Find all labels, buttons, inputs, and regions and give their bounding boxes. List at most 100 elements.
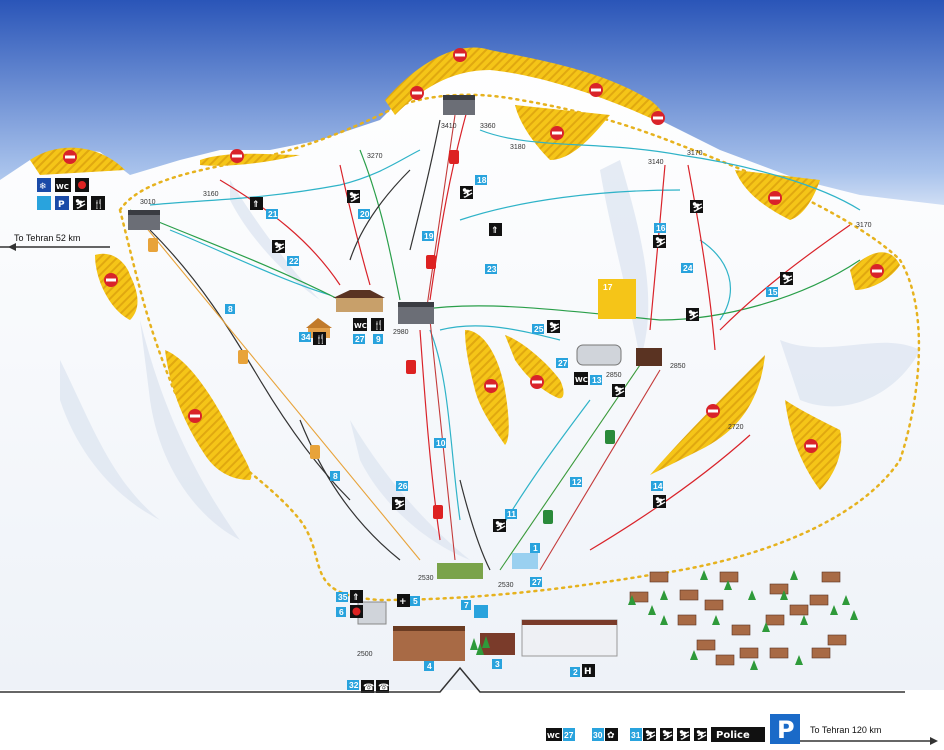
marker-14: 14 [651,481,663,491]
hotel-main [393,626,465,661]
marker-19: 19 [422,231,434,241]
marker-1: 1 [530,543,540,553]
resort-boundary [118,93,921,602]
svg-text:16: 16 [656,223,666,233]
svg-text:⛷: ⛷ [349,191,360,203]
cable-car-red [433,505,443,519]
no-entry-icon [870,264,884,278]
chairlift-line [139,219,421,561]
restricted-zone-c2 [505,335,564,399]
no-entry-icon [768,191,782,205]
marker-3: 3 [492,659,502,669]
station-3010 [128,210,160,230]
marker-16: 16 [654,223,666,233]
svg-text:3410: 3410 [441,123,457,130]
svg-text:3: 3 [495,659,500,669]
no-entry-icon [651,111,665,125]
station-peak [443,95,475,115]
svg-text:25: 25 [534,324,544,334]
tbar-line [539,369,661,571]
terrain-shading [60,160,920,560]
marker-26: 26 [396,481,408,491]
legend: WC 27 30 ✿ 31 ⛷ ⛷ ⛷ ⛷ Police P [546,714,800,744]
station-2850b [636,348,662,366]
svg-text:1: 1 [533,543,538,553]
svg-text:12: 12 [572,477,582,487]
svg-text:27: 27 [355,334,365,344]
svg-text:🍴: 🍴 [315,333,326,345]
marker-13: 13 [590,375,602,385]
svg-text:⇑: ⇑ [491,226,499,236]
svg-text:⇑: ⇑ [352,593,360,603]
roads [0,243,938,745]
svg-text:34: 34 [301,332,311,342]
cable-car-red [449,150,459,164]
no-entry-icon [530,375,544,389]
svg-text:⛷: ⛷ [495,520,506,532]
svg-text:⛷: ⛷ [549,321,560,333]
svg-text:4: 4 [427,661,432,671]
svg-text:22: 22 [289,256,299,266]
svg-text:2850: 2850 [670,363,686,370]
symbol-badges: ⇑ ⛷ ⛷ ⛷ ⇑ ⛷ ⛷ ⛷ ⛷ ⛷ ⛷ ⛷ ⛷ ⛷ WC WC 🍴 🍴 ⇑ … [250,186,793,693]
svg-text:⛷: ⛷ [688,309,699,321]
marker-21: 21 [266,209,278,219]
svg-text:H: H [584,667,592,677]
no-entry-icon [188,409,202,423]
marker-8a: 8 [225,304,235,314]
svg-text:19: 19 [424,231,434,241]
marker-8b: 8 [330,471,340,481]
cable-car-orange [238,350,248,364]
marker-35: 35 [336,592,348,602]
no-entry-icon [550,126,564,140]
svg-text:⛷: ⛷ [75,198,86,210]
svg-text:2720: 2720 [728,424,744,431]
svg-text:🍴: 🍴 [93,198,104,210]
svg-text:15: 15 [768,287,778,297]
marker-15: 15 [766,287,778,297]
svg-text:23: 23 [487,264,497,274]
svg-text:7: 7 [464,600,469,610]
svg-text:35: 35 [338,592,348,602]
cable-car-red [406,360,416,374]
marker-11: 11 [505,509,517,519]
direction-right: To Tehran 120 km [810,725,881,735]
svg-text:3160: 3160 [203,191,219,198]
green-gondola-line [499,364,641,571]
svg-text:⛷: ⛷ [696,729,707,741]
no-entry-icon [484,379,498,393]
marker-10: 10 [434,438,446,448]
svg-text:9: 9 [376,334,381,344]
svg-text:32: 32 [349,680,359,690]
svg-text:WC: WC [575,376,588,384]
marker-5: 5 [410,596,420,606]
cable-car-green [543,510,553,524]
piste-markers: 21 20 22 19 18 23 16 24 15 8 8 25 10 26 … [225,175,778,690]
svg-text:☎: ☎ [363,683,374,693]
chalet-main [333,290,385,312]
cable-cars [148,150,615,524]
svg-text:2530: 2530 [498,582,514,589]
building-3 [480,633,515,655]
no-entry-icon [230,149,244,163]
station-2530 [437,563,483,579]
svg-text:8: 8 [333,471,338,481]
marker-2: 2 [570,667,580,677]
svg-text:8: 8 [228,304,233,314]
svg-text:3010: 3010 [140,199,156,206]
svg-text:2850: 2850 [606,372,622,379]
cable-car-orange [310,445,320,459]
marker-27c: 27 [530,577,542,587]
marker-17: 17 [598,279,636,319]
buildings [128,95,662,661]
marker-20: 20 [358,209,370,219]
svg-text:5: 5 [413,596,418,606]
svg-text:✿: ✿ [607,731,615,741]
marker-22: 22 [287,256,299,266]
cable-car-green [605,430,615,444]
svg-text:+: + [399,597,407,607]
svg-text:3180: 3180 [510,144,526,151]
svg-text:21: 21 [268,209,278,219]
